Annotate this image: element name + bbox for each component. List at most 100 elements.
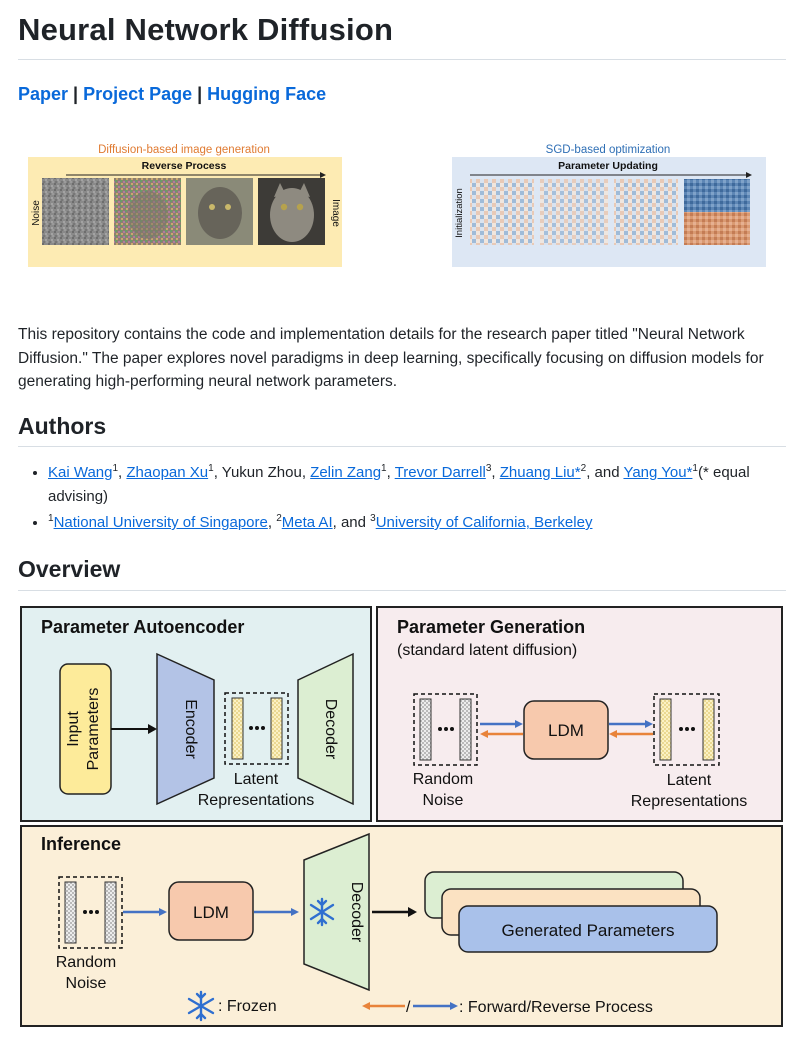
ldm-box	[523, 700, 609, 760]
affiliation-separator: ,	[267, 514, 277, 531]
inference-title: Inference	[41, 834, 121, 854]
overview-diagram: Parameter Autoencoder Input Parameters E…	[20, 606, 783, 1027]
affiliation-sup: 3	[370, 513, 376, 524]
ellipsis-dot	[438, 727, 442, 731]
decoder-trapezoid	[297, 652, 354, 806]
generated-parameters-card	[458, 905, 718, 953]
teaser-figure: Diffusion-based image generation Reverse…	[28, 144, 766, 267]
cat-eye	[280, 203, 288, 211]
cat-silhouette	[198, 187, 242, 239]
authors-heading: Authors	[18, 413, 107, 439]
parameter-updating-label: Parameter Updating	[558, 160, 658, 172]
generated-parameters-label: Generated Parameters	[502, 921, 675, 940]
author-affiliation-sup: 1	[692, 463, 698, 474]
ldm-box	[168, 881, 254, 941]
latent-vector	[270, 697, 283, 760]
overview-divider	[18, 590, 786, 591]
noise-vector	[419, 698, 432, 761]
arrow-head-icon	[515, 720, 523, 728]
decoder-label: Decoder	[322, 699, 339, 760]
ellipsis-dot	[95, 910, 99, 914]
link-bar: Paper | Project Page | Hugging Face	[18, 84, 326, 105]
autoencoder-title: Parameter Autoencoder	[41, 617, 244, 637]
ellipsis-dot	[89, 910, 93, 914]
author-name: Yukun Zhou	[221, 464, 302, 481]
author-affiliation-sup: 3	[485, 463, 492, 474]
author-affiliation-sup: 2	[580, 463, 587, 474]
link-separator: |	[192, 84, 208, 104]
affiliations-line: 1National University of Singapore, 2Meta…	[48, 511, 798, 535]
author-separator: , and	[586, 464, 624, 481]
cat-silhouette	[128, 191, 168, 239]
encoder-trapezoid	[156, 652, 215, 806]
authors-line: Kai Wang1, Zhaopan Xu1, Yukun Zhou, Zeli…	[48, 461, 798, 508]
left-teaser-caption: Diffusion-based image generation	[98, 144, 270, 156]
decoder-label: Decoder	[348, 882, 365, 943]
author-name[interactable]: Yang You*	[623, 464, 693, 481]
authors-divider	[18, 446, 786, 447]
arrow-head-icon	[609, 730, 617, 738]
author-name[interactable]: Zelin Zang	[310, 464, 382, 481]
author-separator: (* equal advising)	[48, 464, 750, 505]
latent-dashed-box	[224, 692, 289, 765]
param-matrix-2	[540, 179, 608, 245]
affiliation-separator: , and	[332, 514, 371, 531]
slash-label: /	[406, 999, 411, 1016]
ellipsis-dot	[450, 727, 454, 731]
author-separator: ,	[386, 464, 395, 481]
encoder-label: Encoder	[182, 699, 199, 759]
author-name[interactable]: Zhuang Liu*	[499, 464, 581, 481]
latent-vector	[231, 697, 244, 760]
ellipsis-dot	[261, 726, 265, 730]
ellipsis-dot	[249, 726, 253, 730]
author-separator: ,	[213, 464, 222, 481]
hugging-face-link[interactable]: Hugging Face	[207, 84, 327, 104]
ellipsis-dot	[255, 726, 259, 730]
representations-label: Representations	[198, 792, 315, 809]
cat-silhouette	[270, 188, 314, 242]
author-name[interactable]: Kai Wang	[48, 464, 113, 481]
affiliation-link[interactable]: National University of Singapore	[53, 514, 268, 531]
affiliation-link[interactable]: Meta AI	[281, 514, 333, 531]
description-paragraph: This repository contains the code and im…	[18, 326, 764, 390]
ellipsis-dot	[679, 727, 683, 731]
latent-label: Latent	[667, 772, 712, 789]
noise-label: Noise	[31, 200, 42, 226]
param-matrix-3	[614, 179, 678, 245]
paper-link[interactable]: Paper	[18, 84, 69, 104]
random-label: Random	[56, 954, 116, 971]
param-matrix-1	[470, 179, 534, 245]
forward-reverse-legend-label: : Forward/Reverse Process	[459, 999, 653, 1016]
generation-title: Parameter Generation	[397, 617, 585, 637]
affiliation-link[interactable]: University of California, Berkeley	[375, 514, 593, 531]
ellipsis-dot	[83, 910, 87, 914]
noise-vector	[104, 881, 117, 944]
random-label: Random	[413, 771, 473, 788]
latent-vector	[702, 698, 715, 761]
cat-ear	[274, 183, 286, 197]
arrow-head-icon	[291, 908, 299, 916]
ellipsis-dot	[691, 727, 695, 731]
noise-dashed-box	[413, 693, 478, 766]
overview-heading: Overview	[18, 556, 121, 582]
ldm-label: LDM	[193, 903, 229, 922]
author-name[interactable]: Zhaopan Xu	[126, 464, 209, 481]
ldm-label: LDM	[548, 721, 584, 740]
author-name[interactable]: Trevor Darrell	[394, 464, 486, 481]
cat-ear	[298, 183, 310, 197]
generation-subtitle: (standard latent diffusion)	[397, 642, 577, 659]
arrow-head-icon	[480, 730, 488, 738]
author-affiliation-sup: 1	[381, 463, 387, 474]
page-title: Neural Network Diffusion	[18, 12, 394, 47]
cat-eye	[209, 204, 215, 210]
arrow-head-icon	[362, 1002, 370, 1010]
decoder-trapezoid	[303, 832, 370, 992]
title-divider	[18, 59, 786, 60]
noise-vector	[64, 881, 77, 944]
image-label: Image	[330, 199, 341, 227]
noise-dashed-box	[58, 876, 123, 949]
project-page-link[interactable]: Project Page	[83, 84, 193, 104]
link-separator: |	[68, 84, 84, 104]
right-teaser-caption: SGD-based optimization	[546, 144, 671, 156]
input-label: Input	[65, 711, 82, 747]
